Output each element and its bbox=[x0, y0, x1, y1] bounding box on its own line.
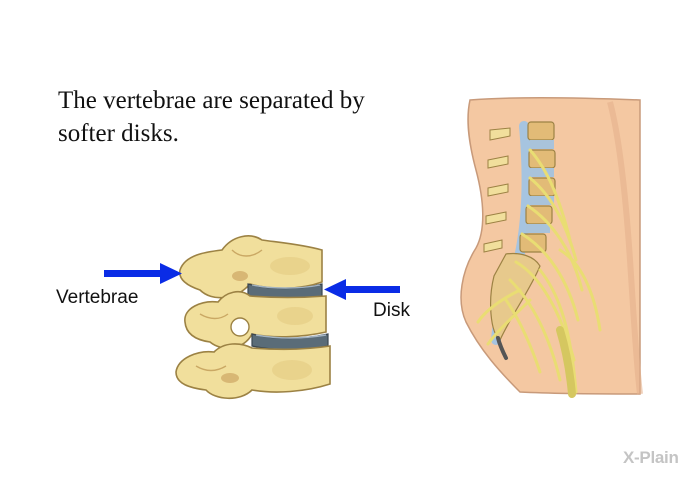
nerve-bundle bbox=[476, 148, 602, 394]
disk-label: Disk bbox=[373, 300, 410, 321]
torso-illustration bbox=[460, 96, 643, 398]
vertebrae-stack bbox=[175, 235, 331, 400]
arrow-left-icon bbox=[324, 279, 400, 300]
caption-text: The vertebrae are separated by softer di… bbox=[58, 87, 365, 147]
vertebrae-label: Vertebrae bbox=[56, 287, 139, 308]
logo-text: X-Plain bbox=[623, 448, 679, 467]
arrow-right-icon bbox=[104, 263, 182, 284]
x-plain-logo-icon: X-Plain bbox=[623, 448, 695, 476]
